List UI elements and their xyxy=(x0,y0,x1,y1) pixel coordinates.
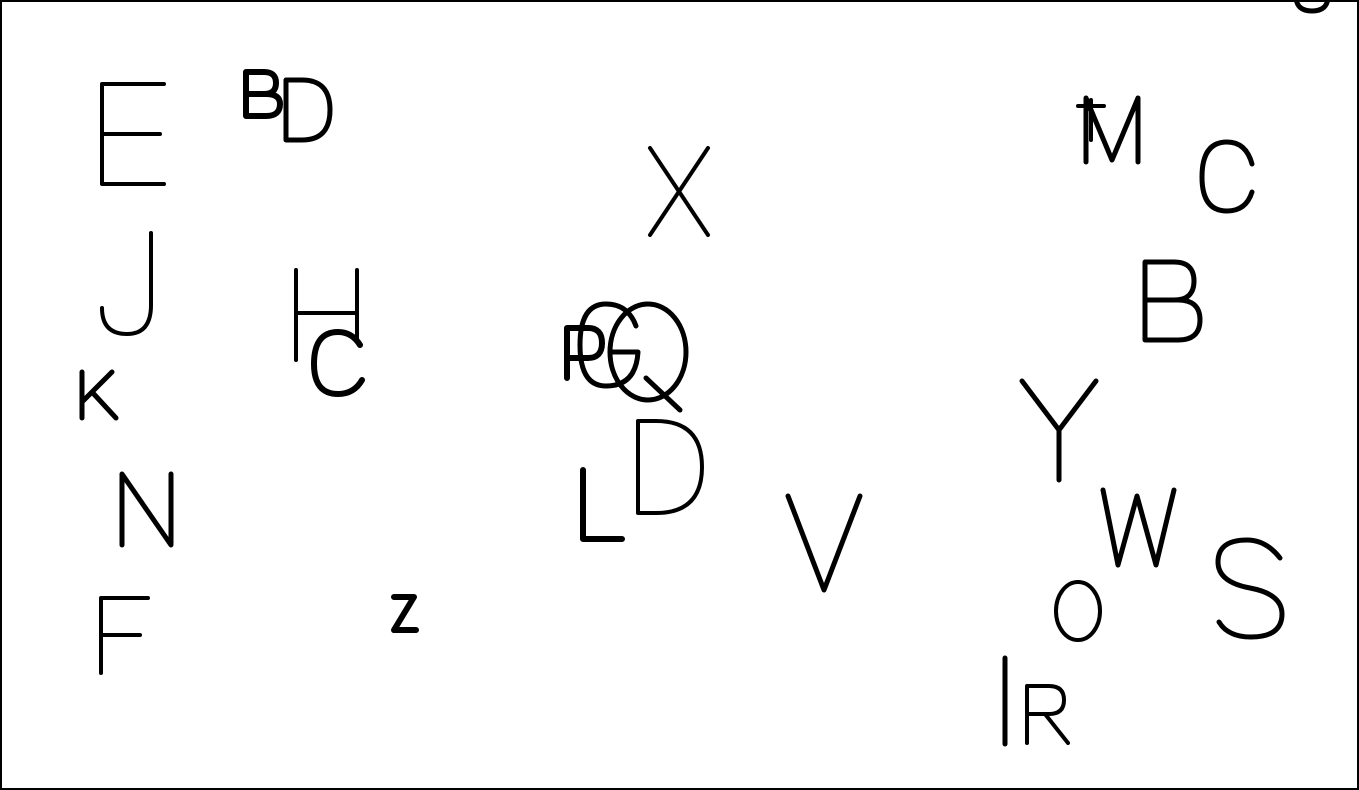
letter-f: F xyxy=(99,596,150,675)
letter-j: J xyxy=(100,231,153,336)
letter-p: P xyxy=(564,325,605,381)
letter-c-left: C xyxy=(311,329,365,397)
letter-b-small: B xyxy=(243,69,283,119)
letter-r: R xyxy=(1025,684,1070,745)
letter-c-right: C xyxy=(1199,139,1255,214)
letter-x: X xyxy=(648,146,710,237)
letter-v: V xyxy=(785,493,863,593)
letter-s: S xyxy=(1215,537,1285,640)
letter-o: O xyxy=(1054,580,1102,642)
letter-l: L xyxy=(580,467,625,542)
letter-q: Q xyxy=(607,301,689,413)
letter-h: H xyxy=(294,268,359,362)
letter-b-large: B xyxy=(1142,259,1203,343)
letter-d-top: D xyxy=(283,77,333,143)
letter-d-center: D xyxy=(636,419,704,515)
letter-e: E xyxy=(100,82,166,186)
letter-u-partial: U xyxy=(1293,0,1331,14)
letter-z: z xyxy=(391,594,419,633)
letter-n: N xyxy=(119,471,174,548)
letter-m: M xyxy=(1083,95,1141,165)
letter-y: Y xyxy=(1019,378,1099,483)
letter-k: K xyxy=(79,369,119,421)
letter-g: G xyxy=(577,301,641,389)
letter-w: W xyxy=(1100,487,1177,568)
